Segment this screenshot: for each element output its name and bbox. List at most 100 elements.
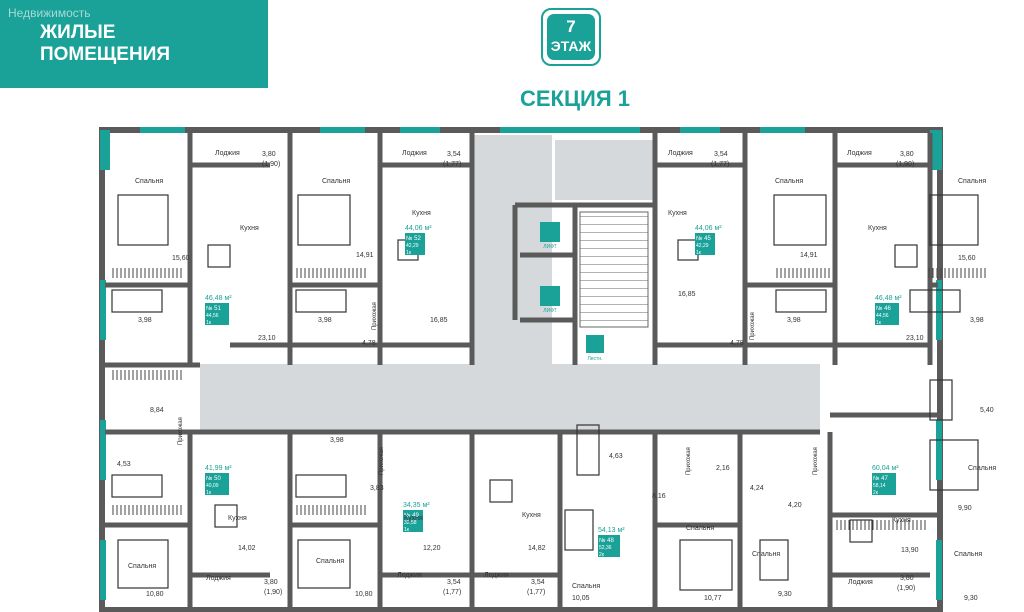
apartment-living: 58,14: [873, 483, 886, 489]
room-area: 10,80: [355, 591, 373, 598]
room-area: 23,10: [906, 335, 924, 342]
room-label: Прихожая: [178, 417, 184, 445]
room-area: 4,53: [117, 461, 131, 468]
room-label: Кухня: [404, 515, 423, 522]
apartment-rooms: 1к: [404, 527, 410, 533]
apartment-rooms: 2к: [873, 490, 879, 496]
apartment-area: 44,06 м²: [695, 225, 722, 232]
room-area: 14,82: [528, 545, 546, 552]
room-area: 3,98: [330, 437, 344, 444]
apartment-area: 44,06 м²: [405, 225, 432, 232]
room-label: Лоджия: [215, 150, 240, 157]
room-area: 9,90: [958, 505, 972, 512]
room-area: (1,77): [443, 161, 461, 168]
room-label: Спальня: [135, 178, 163, 185]
room-area: 12,20: [423, 545, 441, 552]
apartment-number: № 51: [206, 305, 221, 312]
room-area: 3,54: [531, 579, 545, 586]
room-area: (1,90): [262, 161, 280, 168]
room-label: Лоджия: [484, 572, 509, 579]
room-label: Кухня: [668, 210, 687, 217]
apartment-number: № 50: [206, 475, 221, 482]
floor-badge: 7 ЭТАЖ: [541, 8, 601, 66]
windows: [100, 127, 942, 600]
room-label: Спальня: [752, 551, 780, 558]
room-area: 14,02: [238, 545, 256, 552]
apartment-area: 34,35 м²: [403, 502, 430, 509]
room-area: 9,30: [778, 591, 792, 598]
apartment-number: № 45: [696, 235, 711, 242]
room-label: Прихожая: [813, 447, 819, 475]
page-title-line1: ЖИЛЫЕ: [40, 22, 116, 43]
room-area: 8,16: [652, 493, 666, 500]
floor-number: 7: [566, 17, 576, 36]
radiators: [112, 268, 986, 530]
room-area: 4,24: [750, 485, 764, 492]
room-label: Кухня: [228, 515, 247, 522]
room-area: 10,77: [704, 595, 722, 602]
room-label: Спальня: [128, 563, 156, 570]
room-area: 10,80: [146, 591, 164, 598]
room-area: 10,05: [572, 595, 590, 602]
room-area: (1,77): [443, 589, 461, 596]
room-area: 3,80: [900, 575, 914, 582]
apartment-living: 42,29: [406, 243, 419, 249]
apartment-living: 32,58: [404, 520, 417, 526]
floor-label: ЭТАЖ: [550, 38, 592, 54]
room-area: 3,54: [447, 579, 461, 586]
room-label: Лоджия: [397, 572, 422, 579]
room-area: 3,98: [318, 317, 332, 324]
corridor: [200, 364, 820, 432]
apartment-number: № 46: [876, 305, 891, 312]
room-area: 3,83: [370, 485, 384, 492]
room-area: 3,80: [264, 579, 278, 586]
room-area: 9,30: [964, 595, 978, 602]
room-label: Спальня: [775, 178, 803, 185]
room-label: Прихожая: [379, 447, 385, 475]
room-area: 14,91: [800, 252, 818, 259]
room-label: Кухня: [522, 512, 541, 519]
staircase: [579, 211, 649, 328]
room-area: 3,80: [262, 151, 276, 158]
room-area: 8,84: [150, 407, 164, 414]
room-label: Лоджия: [402, 150, 427, 157]
apartment-number: № 47: [873, 475, 888, 482]
lift-label: ЛИФТ: [543, 244, 556, 250]
apartment-number: № 52: [406, 235, 421, 242]
apartment-living: 42,29: [696, 243, 709, 249]
room-label: Спальня: [316, 558, 344, 565]
room-area: 5,40: [980, 407, 994, 414]
lobby-upper: [555, 140, 655, 200]
lift-icon: [540, 222, 560, 242]
apartment-area: 41,99 м²: [205, 465, 232, 472]
room-label: Прихожая: [750, 312, 756, 340]
room-area: 15,60: [958, 255, 976, 262]
room-area: 3,54: [714, 151, 728, 158]
room-area: (1,90): [897, 585, 915, 592]
lobby: [472, 135, 552, 365]
apartment-living: 44,56: [206, 313, 219, 319]
room-label: Спальня: [572, 583, 600, 590]
room-area: (1,90): [264, 589, 282, 596]
room-area: (1,90): [896, 161, 914, 168]
room-label: Кухня: [240, 225, 259, 232]
lift-icon: [540, 286, 560, 306]
room-area: 3,98: [970, 317, 984, 324]
apartment-living: 40,09: [206, 483, 219, 489]
apartment-area: 60,04 м²: [872, 465, 899, 472]
room-labels: Лоджия 3,80 (1,90) Спальня Кухня 15,60 3…: [117, 150, 996, 602]
page-title: ЖИЛЫЕ ПОМЕЩЕНИЯ: [40, 22, 260, 66]
apartment-rooms: 1к: [696, 250, 702, 256]
header-banner: [0, 0, 268, 88]
room-label: Лоджия: [668, 150, 693, 157]
room-area: 16,85: [678, 291, 696, 298]
room-label: Лоджия: [847, 150, 872, 157]
stairs-label: Лестн.: [587, 356, 602, 362]
apartment-area: 46,48 м²: [205, 295, 232, 302]
